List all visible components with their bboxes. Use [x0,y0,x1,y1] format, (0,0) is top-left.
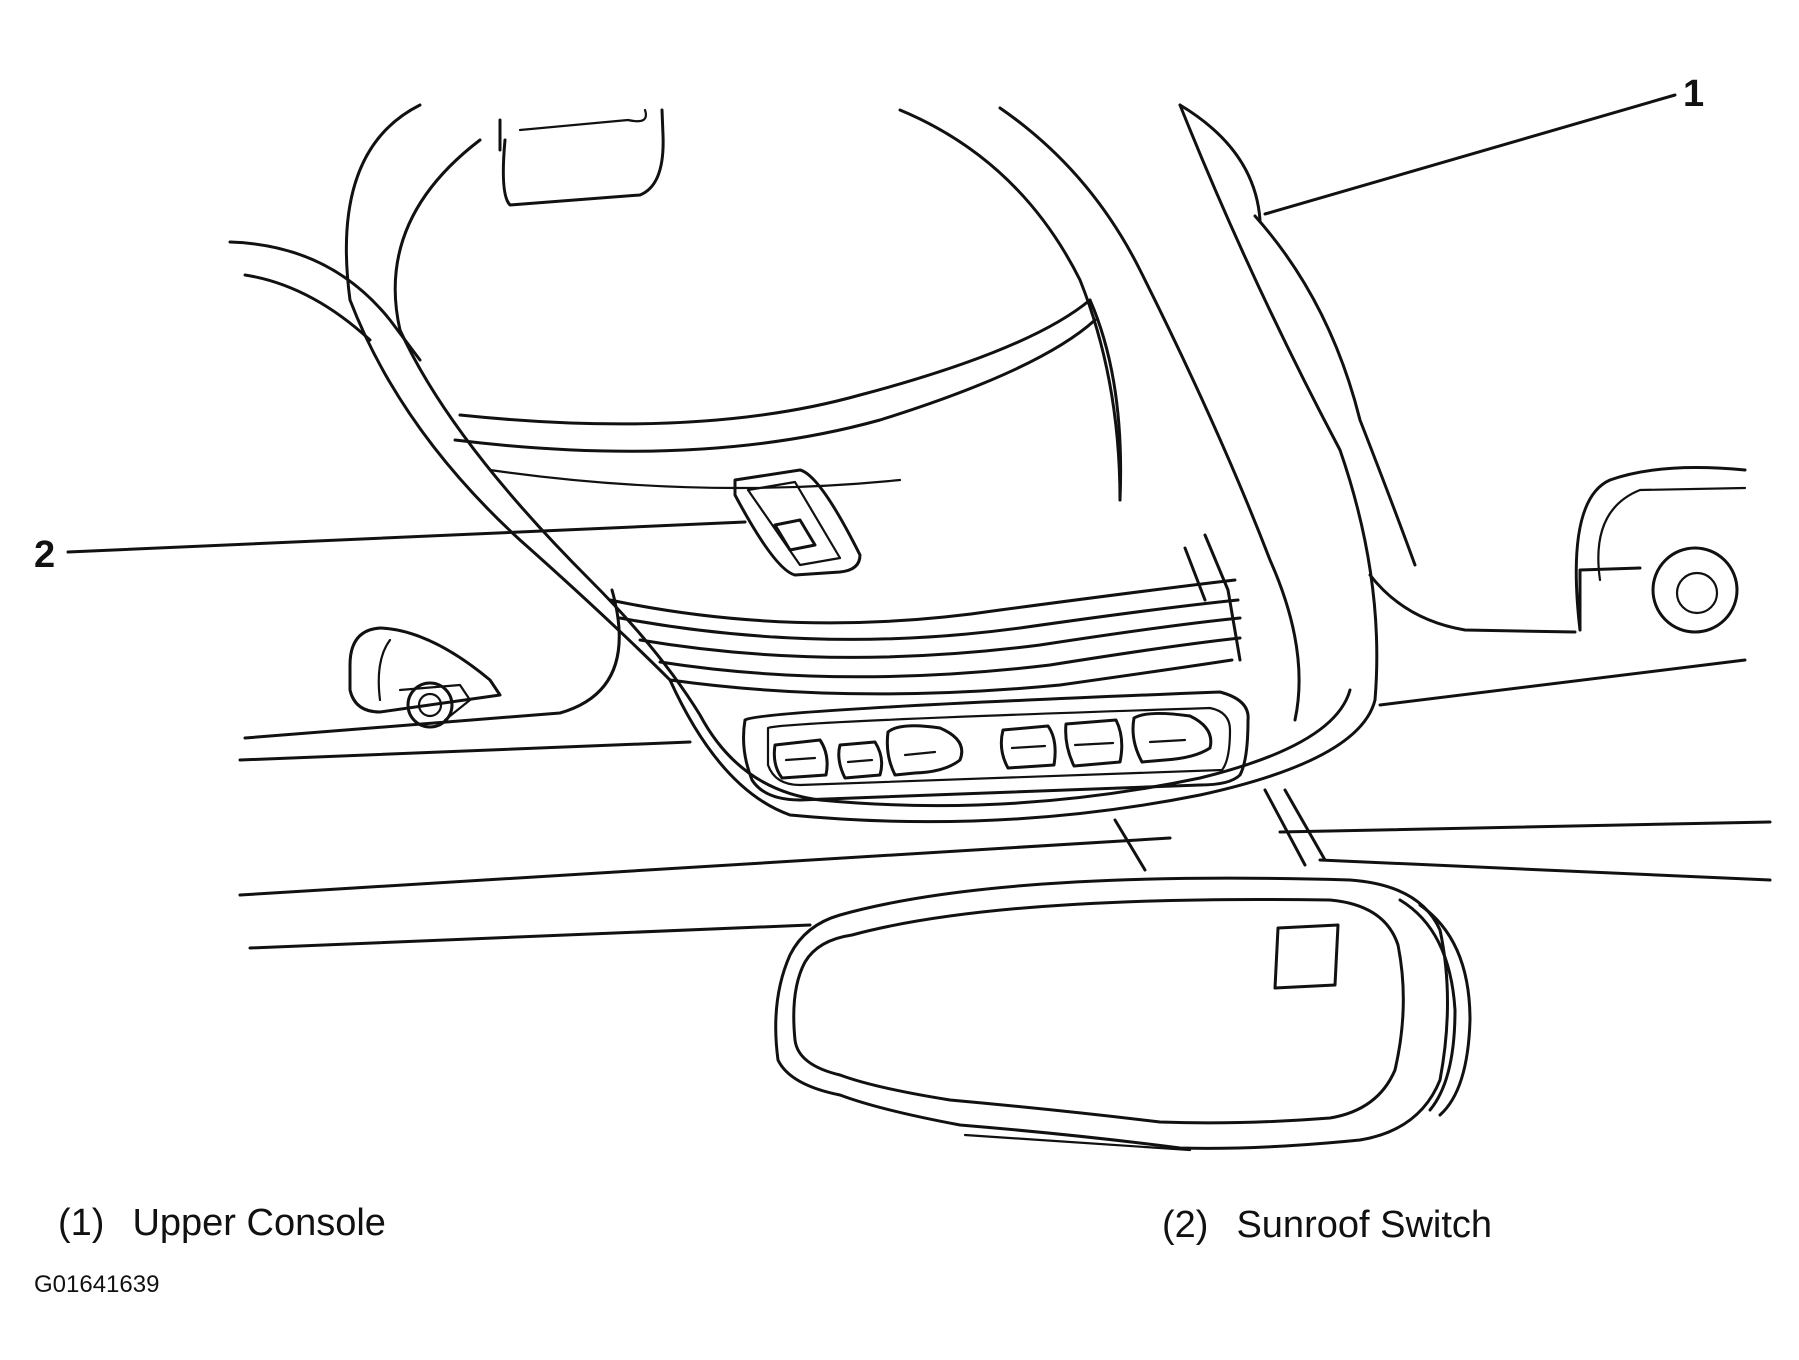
legend-label: Upper Console [132,1202,386,1244]
headliner-lines [228,240,1772,950]
legend-item-upper-console: (1) Upper Console [58,1202,386,1245]
figure-id: G01641639 [34,1271,160,1298]
leader-line-2 [66,520,747,554]
upper-console-housing [344,103,1577,824]
sunroof-switch [733,468,862,577]
leader-lines [66,93,1677,554]
leader-line-1 [1263,93,1677,216]
top-tab [498,108,665,207]
overhead-button-panel [742,690,1250,802]
console-vents [608,533,1242,696]
legend-number: (2) [1162,1204,1209,1246]
left-retainer [348,626,502,729]
rear-view-mirror [774,788,1472,1152]
right-retainer [1574,466,1747,634]
callout-number-1: 1 [1683,73,1704,115]
legend-item-sunroof-switch: (2) Sunroof Switch [1162,1204,1492,1247]
legend-label: Sunroof Switch [1236,1204,1493,1246]
callout-number-2: 2 [34,534,55,576]
legend-number: (1) [58,1202,105,1244]
console-panel [453,298,1123,502]
